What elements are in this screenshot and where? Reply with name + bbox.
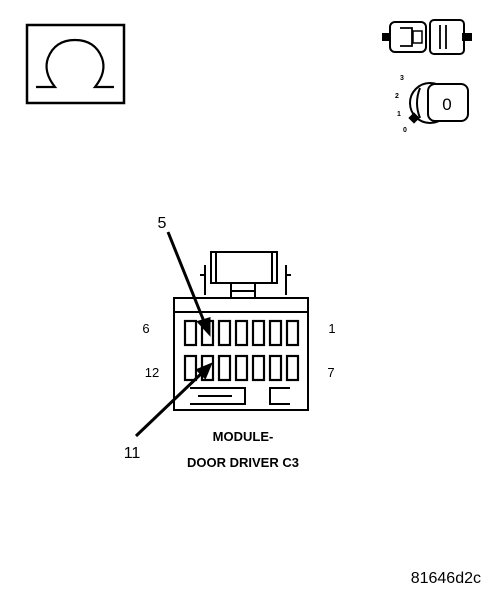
cavity [217, 319, 232, 347]
ohmmeter-icon [25, 23, 126, 105]
ignition-position-2: 2 [395, 93, 399, 100]
cavity [268, 354, 283, 382]
callout-pin-11: 11 [124, 445, 141, 462]
ignition-key-label: 0 [442, 95, 451, 114]
callout-leaders [134, 231, 213, 438]
pin-label-6: 6 [142, 321, 149, 336]
pin-label-1: 1 [328, 321, 335, 336]
ignition-position-3: 3 [400, 75, 404, 82]
cavity [234, 319, 249, 347]
ignition-position-0: 0 [403, 127, 407, 134]
connector-title-line1: MODULE- [213, 429, 274, 444]
cavity [183, 319, 198, 347]
pin-label-12: 12 [145, 365, 159, 380]
figure-id: 81646d2c [411, 570, 481, 587]
cavity [285, 354, 300, 382]
cavity [217, 354, 232, 382]
cavity [268, 319, 283, 347]
ignition-position-1: 1 [397, 111, 401, 118]
cavity [251, 319, 266, 347]
cavity [234, 354, 249, 382]
cavity [251, 354, 266, 382]
callout-pin-5: 5 [158, 215, 167, 232]
ignition-key-icon: 0 3 2 1 0 [395, 75, 469, 134]
disconnect-connector-icon [382, 19, 472, 55]
cavity [183, 354, 198, 382]
pin-label-7: 7 [327, 365, 334, 380]
connector-title-line2: DOOR DRIVER C3 [187, 455, 299, 470]
cavity [285, 319, 300, 347]
